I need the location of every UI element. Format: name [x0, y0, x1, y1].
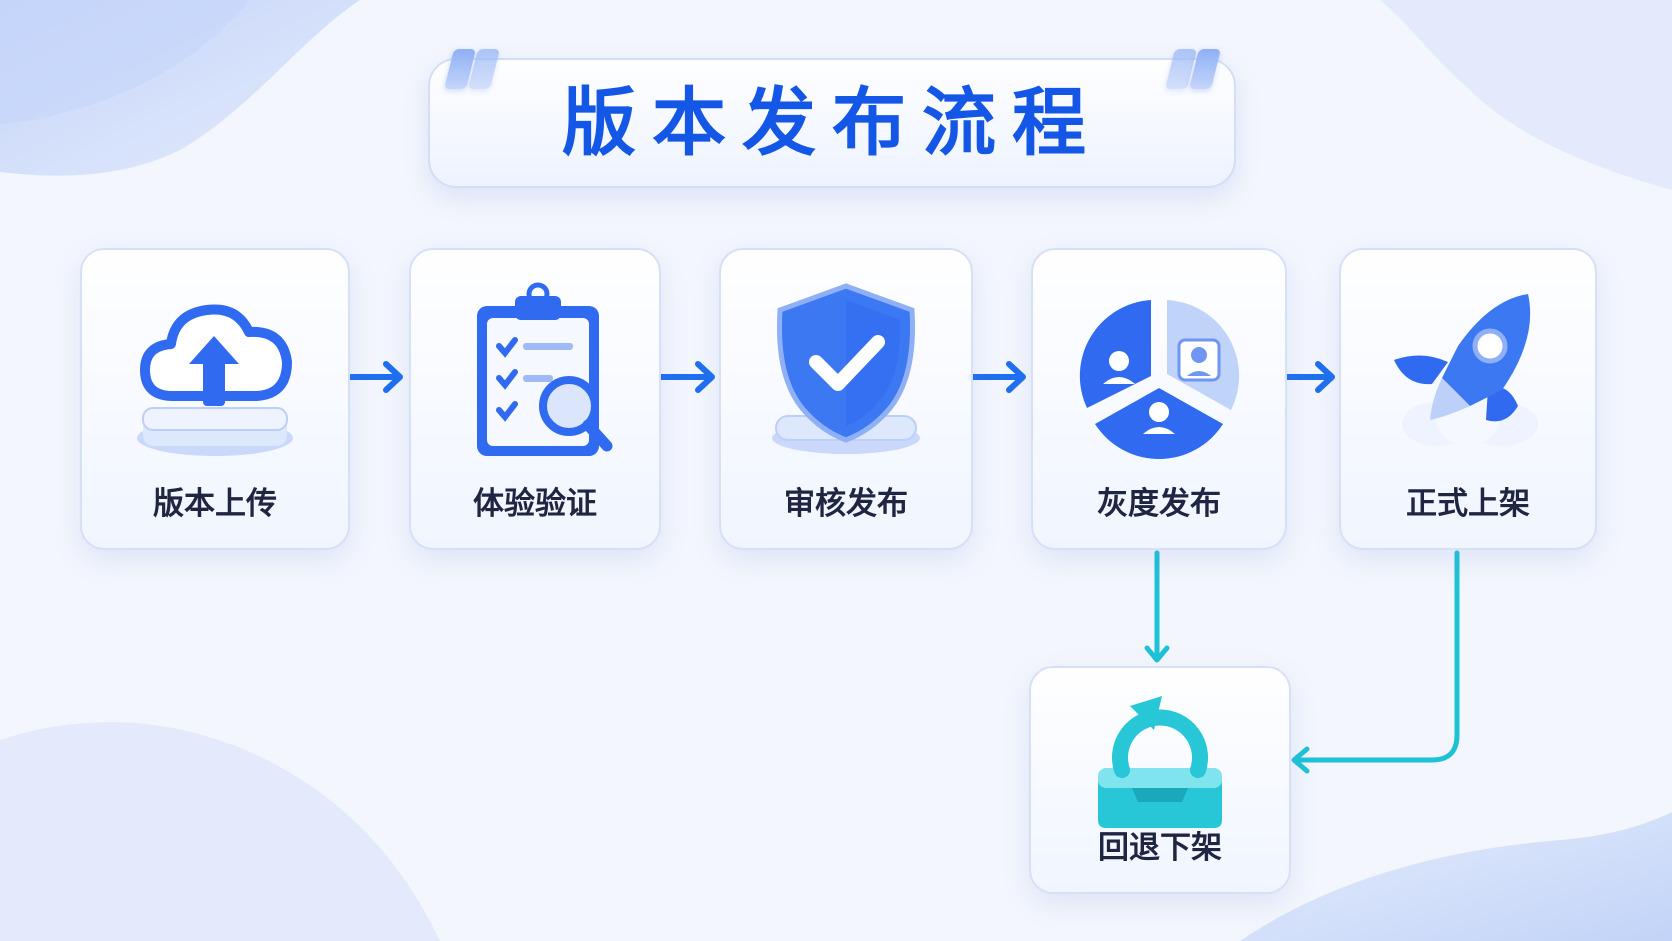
step-card-verify[interactable]: 体验验证 [409, 248, 661, 550]
cloud-upload-icon [137, 304, 293, 456]
checklist-magnifier-icon [477, 282, 613, 456]
step-card-upload[interactable]: 版本上传 [80, 248, 350, 550]
step-label: 版本上传 [153, 486, 277, 522]
step-label: 审核发布 [784, 486, 908, 522]
step-label: 正式上架 [1406, 486, 1530, 522]
title-banner: 版本发布流程 [428, 58, 1236, 188]
step-card-gray[interactable]: 灰度发布 [1031, 248, 1287, 550]
step-label: 体验验证 [473, 486, 597, 522]
step-card-launch[interactable]: 正式上架 [1339, 248, 1597, 550]
step-card-review[interactable]: 审核发布 [719, 248, 973, 550]
rollback-card[interactable]: 回退下架 [1029, 666, 1291, 894]
rollback-tray-icon [1098, 696, 1222, 828]
user-segment-pie-icon [1079, 300, 1240, 460]
rollback-label: 回退下架 [1098, 830, 1222, 866]
shield-check-icon [772, 283, 920, 454]
step-label: 灰度发布 [1097, 486, 1221, 522]
rocket-icon [1394, 294, 1538, 446]
page-title: 版本发布流程 [562, 80, 1102, 166]
